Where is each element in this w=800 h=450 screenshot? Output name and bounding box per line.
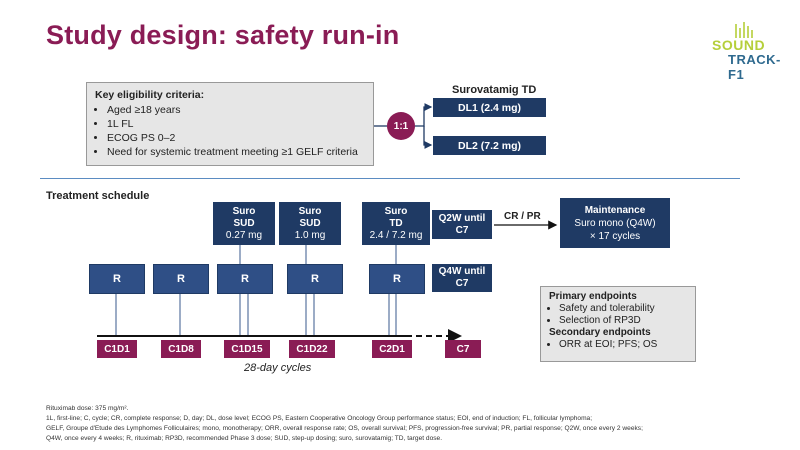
suro-dose: 0.27 mg xyxy=(225,229,263,241)
suro-dose: 2.4 / 7.2 mg xyxy=(369,229,423,241)
footnote-line: 1L, first-line; C, cycle; CR, complete r… xyxy=(46,415,593,422)
maintenance-box: Maintenance Suro mono (Q4W) × 17 cycles xyxy=(560,198,670,248)
maintenance-title: Maintenance xyxy=(584,204,646,216)
q4w-box: Q4W until C7 xyxy=(432,264,492,292)
rituximab-box: R xyxy=(89,264,145,294)
suro-dose-type: TD xyxy=(389,217,403,229)
q2w-line-1: Q2W until xyxy=(438,212,486,224)
randomization-ratio-badge: 1:1 xyxy=(387,112,415,140)
suro-sud-box: Suro SUD 1.0 mg xyxy=(279,202,341,245)
maintenance-cycles: × 17 cycles xyxy=(589,230,641,242)
cycle-label-c2d1: C2D1 xyxy=(372,340,412,358)
dose-level-1-box: DL1 (2.4 mg) xyxy=(433,98,546,117)
page-title: Study design: safety run-in xyxy=(46,20,400,50)
primary-endpoint: Selection of RP3D xyxy=(559,315,687,326)
q2w-line-2: C7 xyxy=(455,224,469,236)
suro-label: Suro xyxy=(298,205,322,217)
waveform-icon xyxy=(735,22,753,38)
rituximab-box: R xyxy=(217,264,273,294)
primary-endpoint: Safety and tolerability xyxy=(559,303,687,314)
primary-endpoints-list: Safety and tolerability Selection of RP3… xyxy=(549,303,687,326)
footnotes: Rituximab dose: 375 mg/m². 1L, first-lin… xyxy=(46,404,766,444)
cr-pr-label: CR / PR xyxy=(504,211,541,222)
eligibility-header: Key eligibility criteria: xyxy=(95,89,205,101)
primary-endpoints-header: Primary endpoints xyxy=(549,291,637,302)
footnote-line: GELF, Groupe d'Etude des Lymphomes Folli… xyxy=(46,425,643,432)
maintenance-regimen: Suro mono (Q4W) xyxy=(574,217,656,229)
eligibility-item: Aged ≥18 years xyxy=(107,104,365,116)
suro-td-box: Suro TD 2.4 / 7.2 mg xyxy=(362,202,430,245)
logo-line-2: TRACK-F1 xyxy=(728,52,781,82)
cycle-label-c1d8: C1D8 xyxy=(161,340,201,358)
section-divider xyxy=(40,178,740,179)
eligibility-list: Aged ≥18 years 1L FL ECOG PS 0–2 Need fo… xyxy=(95,104,365,158)
secondary-endpoint: ORR at EOI; PFS; OS xyxy=(559,339,687,350)
rituximab-box: R xyxy=(369,264,425,294)
dose-levels-title: Surovatamig TD xyxy=(452,84,537,96)
eligibility-criteria-box: Key eligibility criteria: Aged ≥18 years… xyxy=(86,82,374,166)
cycle-label-c7: C7 xyxy=(445,340,481,358)
eligibility-item: 1L FL xyxy=(107,118,365,130)
q2w-box: Q2W until C7 xyxy=(432,210,492,239)
eligibility-item: Need for systemic treatment meeting ≥1 G… xyxy=(107,146,365,158)
cycle-label-c1d15: C1D15 xyxy=(224,340,270,358)
rituximab-box: R xyxy=(287,264,343,294)
dose-level-2-box: DL2 (7.2 mg) xyxy=(433,136,546,155)
suro-sud-box: Suro SUD 0.27 mg xyxy=(213,202,275,245)
soundtrack-logo: SOUND TRACK-F1 xyxy=(700,22,792,82)
footnote-line: Q4W, once every 4 weeks; R, rituximab; R… xyxy=(46,435,443,442)
cycles-note: 28-day cycles xyxy=(244,362,312,374)
q4w-line-1: Q4W until xyxy=(438,266,486,277)
secondary-endpoints-list: ORR at EOI; PFS; OS xyxy=(549,339,687,350)
rituximab-box: R xyxy=(153,264,209,294)
suro-dose-type: SUD xyxy=(233,217,255,229)
secondary-endpoints-header: Secondary endpoints xyxy=(549,327,651,338)
logo-line-1: SOUND xyxy=(712,37,766,53)
suro-label: Suro xyxy=(384,205,408,217)
treatment-schedule-title: Treatment schedule xyxy=(46,190,150,202)
cycle-label-c1d1: C1D1 xyxy=(97,340,137,358)
cycle-label-c1d22: C1D22 xyxy=(289,340,335,358)
suro-dose-type: SUD xyxy=(299,217,321,229)
eligibility-item: ECOG PS 0–2 xyxy=(107,132,365,144)
suro-label: Suro xyxy=(232,205,256,217)
q4w-line-2: C7 xyxy=(455,278,469,289)
footnote-line: Rituximab dose: 375 mg/m². xyxy=(46,405,129,412)
endpoints-box: Primary endpoints Safety and tolerabilit… xyxy=(540,286,696,362)
suro-dose: 1.0 mg xyxy=(294,229,326,241)
